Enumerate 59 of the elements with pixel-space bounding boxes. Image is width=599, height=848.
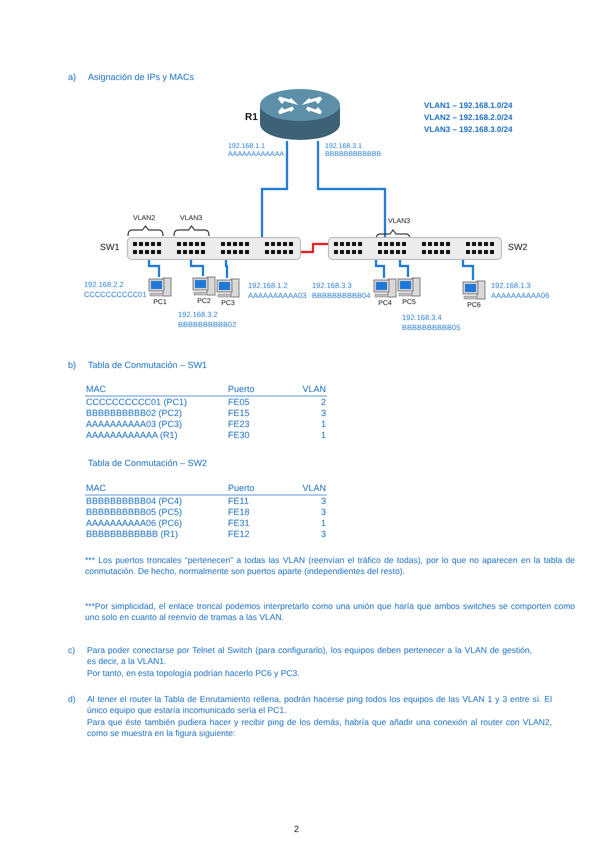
- network-cable: [316, 141, 386, 237]
- table-header: MAC: [86, 483, 106, 494]
- table-cell: FE12: [228, 529, 250, 540]
- table-cell-text: 1: [320, 419, 326, 430]
- vlan-subnet-text: VLAN1 – 192.168.1.0/24: [424, 101, 513, 111]
- table-cell-text: 3: [320, 529, 326, 540]
- table-cell: AAAAAAAAAA03 (PC3): [86, 419, 182, 430]
- vlan-subnet-text: VLAN3 – 192.168.3.0/24: [424, 125, 513, 135]
- paragraph: Para que éste también pudiera hacer y recibir ping de los demás, habría que añadir una conexión al router con VLAN2, como se muestra en la figura siguiente:: [87, 717, 552, 740]
- table-cell: AAAAAAAAAA06 (PC6): [86, 518, 182, 529]
- table-header: VLAN: [301, 483, 326, 494]
- router-name: R1: [245, 112, 258, 124]
- table-cell-text: 3: [320, 408, 326, 419]
- table-cell: FE31: [228, 518, 250, 529]
- note-paragraph: *** Los puertos troncales “pertenecen” a todas las VLAN (reenvían el tráfico de todas), por lo que no aparecen en la tabla de conmutación. De hecho, normalmente son puertos aparte (independientes del resto).: [85, 555, 575, 578]
- table-cell-text: 3: [320, 496, 326, 507]
- network-cable: [190, 260, 204, 276]
- network-cable: [374, 260, 386, 278]
- section-letter: c): [68, 645, 76, 656]
- section-letter: a): [68, 72, 76, 83]
- network-cable: [462, 260, 474, 280]
- paragraph: Por tanto, en esta topología podrían hacerlo PC6 y PC3.: [87, 668, 301, 680]
- table-header: Puerto: [228, 483, 255, 494]
- network-cable: [260, 141, 288, 237]
- note-paragraph: ***Por simplicidad, el enlace troncal podemos interpretarlo como una unión que haría que ambos switches se comporten como uno solo en cuanto al reenvío de tramas a las VLAN.: [85, 601, 575, 624]
- table-title: Tabla de Conmutación – SW2: [88, 458, 208, 469]
- table-cell: FE15: [228, 408, 250, 419]
- table-cell: BBBBBBBBBBBB (R1): [86, 529, 178, 540]
- table-cell-text: 1: [320, 518, 326, 529]
- switch-name: SW1: [100, 242, 120, 253]
- table-cell-text: 2: [320, 397, 326, 408]
- trunk-link: [301, 242, 328, 254]
- table-cell: CCCCCCCCCC01 (PC1): [86, 397, 188, 408]
- network-cable: [148, 260, 160, 277]
- paragraph: Al tener el router la Tabla de Enrutamiento rellena, podrán hacerse ping todos los equipos de las VLAN 1 y 3 entre sí. El único equipo que estaría incomunicado sería el PC1.: [87, 694, 552, 716]
- table-header: MAC: [86, 384, 106, 395]
- table-cell: AAAAAAAAAAAA (R1): [86, 430, 178, 441]
- section-letter: d): [68, 694, 76, 704]
- network-cable: [224, 260, 228, 278]
- vlan-subnet-text: VLAN2 – 192.168.2.0/24: [424, 113, 513, 123]
- section-letter: b): [68, 360, 76, 371]
- table-cell-text: 3: [320, 507, 326, 518]
- table-cell: BBBBBBBBBB02 (PC2): [86, 408, 182, 419]
- network-cable: [398, 260, 410, 277]
- table-cell: FE05: [228, 397, 250, 408]
- section-heading: Asignación de IPs y MACs: [88, 72, 194, 83]
- table-cell: FE30: [228, 430, 250, 441]
- table-header: VLAN: [301, 384, 326, 395]
- table-cell: FE11: [228, 496, 249, 507]
- paragraph: Para poder conectarse por Telnet al Switch (para configurarlo), los equipos deben pertenecer a la VLAN de gestión, es decir, a la VLAN1.: [87, 645, 532, 668]
- switch-name: SW2: [508, 242, 528, 253]
- page-number: 2: [294, 824, 300, 835]
- table-title: Tabla de Conmutación – SW1: [88, 360, 208, 371]
- table-header: Puerto: [228, 384, 255, 395]
- table-cell: FE23: [228, 419, 250, 430]
- table-cell: BBBBBBBBBB04 (PC4): [86, 496, 182, 507]
- table-cell: FE18: [228, 507, 250, 518]
- table-cell: BBBBBBBBBB05 (PC5): [86, 507, 182, 518]
- table-cell-text: 1: [320, 430, 326, 441]
